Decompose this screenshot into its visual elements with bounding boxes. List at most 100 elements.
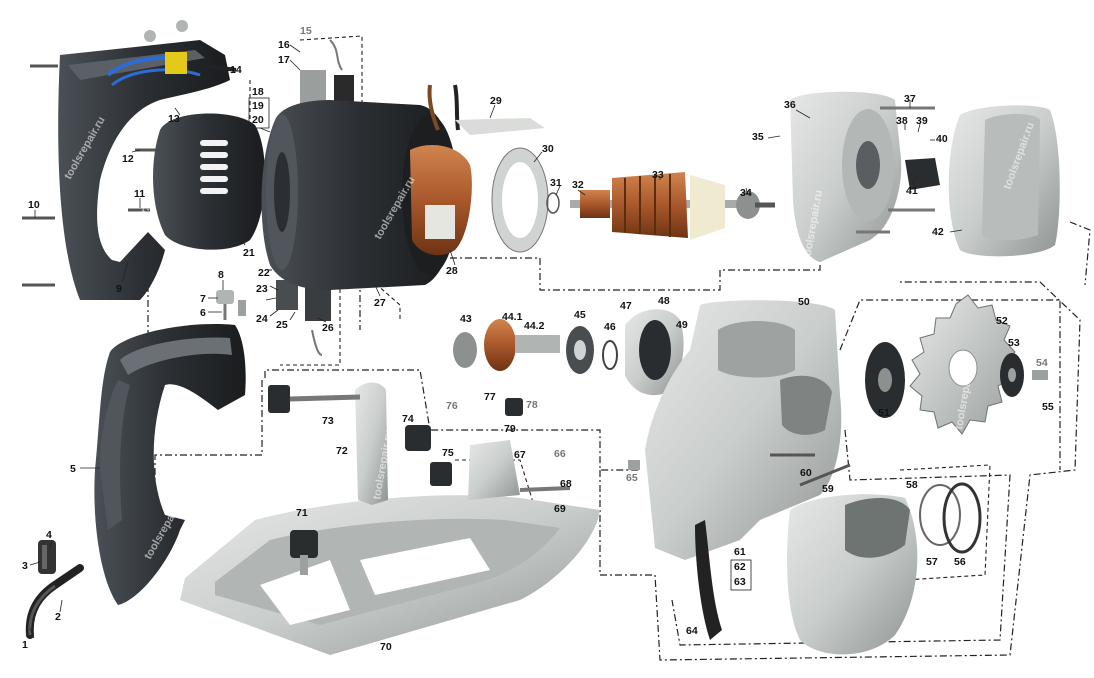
- label-33: 33: [652, 169, 664, 181]
- label-36: 36: [784, 99, 796, 111]
- label-54: 54: [1036, 357, 1048, 369]
- label-22: 22: [258, 267, 270, 279]
- handle-upper-housing: [58, 20, 237, 300]
- label-50: 50: [798, 296, 810, 308]
- motor-housing: [261, 84, 472, 290]
- label-39: 39: [916, 115, 928, 127]
- label-34: 34: [740, 187, 752, 199]
- label-3: 3: [22, 560, 28, 572]
- label-45: 45: [574, 309, 586, 321]
- label-65: 65: [626, 472, 638, 484]
- label-23: 23: [256, 283, 268, 295]
- label-55: 55: [1042, 401, 1054, 413]
- gear-housing: [790, 91, 940, 262]
- label-24: 24: [256, 313, 268, 325]
- label-75: 75: [442, 447, 454, 459]
- brush-holder: [300, 39, 354, 106]
- gearbox-parts: [453, 309, 684, 396]
- label-52: 52: [996, 315, 1008, 327]
- label-30: 30: [542, 143, 554, 155]
- cover-plate: [455, 118, 545, 135]
- label-43: 43: [460, 313, 472, 325]
- blade-housing: [645, 300, 842, 640]
- label-44-1: 44.1: [502, 311, 523, 323]
- label-9: 9: [116, 283, 122, 295]
- label-70: 70: [380, 641, 392, 653]
- label-29: 29: [490, 95, 502, 107]
- label-31: 31: [550, 177, 562, 189]
- gear-housing-cover: [948, 105, 1060, 257]
- label-16: 16: [278, 39, 290, 51]
- label-26: 26: [322, 322, 334, 334]
- part-labels: 1 2 3 4 5 6 7 8 9 10 11 12 13 14 15 16 1…: [22, 25, 1054, 653]
- label-46: 46: [604, 321, 616, 333]
- label-8: 8: [218, 269, 224, 281]
- label-58: 58: [906, 479, 918, 491]
- label-57: 57: [926, 556, 938, 568]
- label-21: 21: [243, 247, 255, 259]
- label-63: 63: [734, 576, 746, 588]
- small-parts: [628, 453, 851, 487]
- label-64: 64: [686, 625, 698, 637]
- label-17: 17: [278, 54, 290, 66]
- label-38: 38: [896, 115, 908, 127]
- label-74: 74: [402, 413, 414, 425]
- label-41: 41: [906, 185, 918, 197]
- knob-parts: [216, 290, 246, 320]
- label-67: 67: [514, 449, 526, 461]
- label-6: 6: [200, 307, 206, 319]
- bearing-ring: [491, 147, 549, 253]
- label-51: 51: [878, 407, 890, 419]
- power-cable: [25, 540, 84, 639]
- label-76: 76: [446, 400, 458, 412]
- label-48: 48: [658, 295, 670, 307]
- label-4: 4: [46, 529, 52, 541]
- label-2: 2: [55, 611, 61, 623]
- leader-lines: [29, 44, 963, 639]
- label-27: 27: [374, 297, 386, 309]
- label-72: 72: [336, 445, 348, 457]
- label-59: 59: [822, 483, 834, 495]
- label-12: 12: [122, 153, 134, 165]
- label-14: 14: [230, 64, 242, 76]
- label-7: 7: [200, 293, 206, 305]
- label-60: 60: [800, 467, 812, 479]
- base-plate: [180, 495, 600, 655]
- handle-lower-housing: [94, 324, 246, 605]
- label-44-2: 44.2: [524, 320, 545, 332]
- label-32: 32: [572, 179, 584, 191]
- label-10: 10: [28, 199, 40, 211]
- label-61: 61: [734, 546, 746, 558]
- label-68: 68: [560, 478, 572, 490]
- label-42: 42: [932, 226, 944, 238]
- label-62: 62: [734, 561, 746, 573]
- brush-electronics: [276, 280, 331, 356]
- armature: [546, 172, 775, 240]
- label-20: 20: [252, 114, 264, 126]
- label-78: 78: [526, 399, 538, 411]
- label-18: 18: [252, 86, 264, 98]
- bevel-adjust-parts: [268, 382, 571, 575]
- label-71: 71: [296, 507, 308, 519]
- screws: [22, 64, 158, 287]
- label-35: 35: [752, 131, 764, 143]
- label-56: 56: [954, 556, 966, 568]
- group-brackets: [248, 97, 752, 591]
- lower-blade-guard: [787, 482, 982, 655]
- label-73: 73: [322, 415, 334, 427]
- label-28: 28: [446, 265, 458, 277]
- label-77: 77: [484, 391, 496, 403]
- label-69: 69: [554, 503, 566, 515]
- label-19: 19: [252, 100, 264, 112]
- label-11: 11: [134, 188, 145, 200]
- label-49: 49: [676, 319, 688, 331]
- label-37: 37: [904, 93, 916, 105]
- label-1: 1: [22, 639, 28, 651]
- motor-end-cover: [153, 113, 266, 250]
- saw-blade: [865, 294, 1048, 435]
- label-25: 25: [276, 319, 288, 331]
- label-47: 47: [620, 300, 632, 312]
- label-15: 15: [300, 25, 312, 37]
- label-53: 53: [1008, 337, 1020, 349]
